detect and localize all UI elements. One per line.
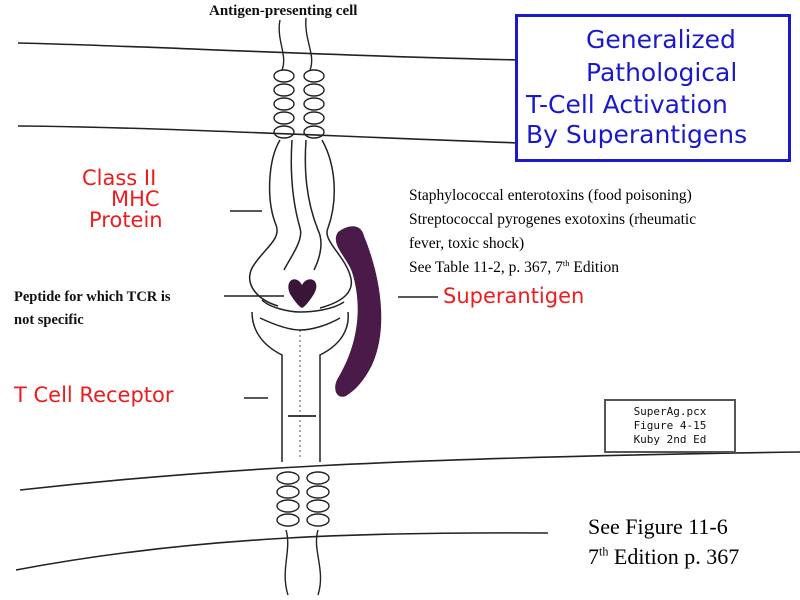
note-line-4-text: See Table 11-2, p. 367, 7	[409, 259, 563, 276]
see-figure-line-2-sup: th	[599, 544, 609, 559]
reference-line-2: Figure 4-15	[633, 419, 707, 432]
see-figure-line-1: See Figure 11-6	[588, 514, 728, 539]
note-line-4: See Table 11-2, p. 367, 7th Edition	[409, 256, 619, 280]
title-line-2: Pathological	[586, 58, 738, 87]
reference-line-3: Kuby 2nd Ed	[633, 433, 707, 446]
title-line-3: T-Cell Activation	[526, 90, 728, 119]
note-line-4-sup: th	[562, 257, 570, 268]
note-line-4-suffix: Edition	[569, 259, 620, 276]
tcr-coils	[276, 471, 330, 596]
tcr-label: T Cell Receptor	[14, 383, 174, 407]
apc-membrane	[17, 42, 521, 144]
class2-label-line-1: Class II	[82, 166, 157, 190]
reference-line-1: SuperAg.pcx	[633, 405, 707, 418]
title-line-4: By Superantigens	[526, 120, 748, 149]
peptide-shape	[288, 279, 317, 308]
see-figure-line-2: 7th Edition p. 367	[588, 542, 739, 572]
reference-box: SuperAg.pcx Figure 4-15 Kuby 2nd Ed	[604, 399, 736, 453]
see-figure-line-2-text: 7	[588, 544, 599, 569]
class2-label-line-2: MHC	[111, 187, 160, 211]
note-line-3: fever, toxic shock)	[409, 235, 525, 252]
note-line-1: Staphylococcal enterotoxins (food poison…	[409, 187, 692, 204]
peptide-label-line-1: Peptide for which TCR is	[14, 289, 171, 305]
note-line-2: Streptococcal pyrogenes exotoxins (rheum…	[409, 211, 697, 228]
peptide-label-line-2: not specific	[14, 312, 84, 328]
title-box: Generalized Pathological T-Cell Activati…	[515, 14, 791, 162]
mhc-coils	[273, 17, 325, 139]
class2-label-line-3: Protein	[89, 208, 163, 232]
see-figure-line-2-suffix: Edition p. 367	[608, 544, 740, 569]
mhc-protein	[249, 139, 353, 313]
superantigen-label: Superantigen	[443, 284, 585, 308]
superantigen-shape	[335, 226, 382, 397]
tcr-protein	[251, 311, 349, 462]
leader-lines	[224, 210, 438, 399]
title-line-1: Generalized	[586, 25, 736, 54]
apc-label: Antigen-presenting cell	[209, 3, 358, 19]
